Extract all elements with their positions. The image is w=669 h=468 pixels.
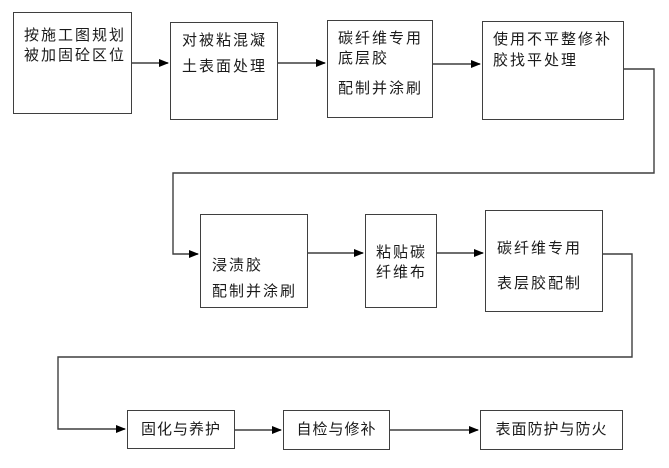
step-label-line: 碳纤维专用 (497, 240, 583, 257)
step-label-line: 被加固砼区位 (24, 47, 127, 64)
step-label-line: 配制并涂刷 (212, 283, 298, 300)
step-box-paste-carbon-fiber-cloth: 粘贴碳 纤维布 (365, 214, 437, 308)
step-label-line: 表层胶配制 (497, 275, 583, 292)
step-label-line: 表面防护与防火 (495, 421, 608, 438)
step-box-concrete-surface-treatment: 对被粘混凝 土表面处理 (170, 22, 278, 120)
step-label-line: 浸渍胶 (212, 257, 264, 274)
step-box-surface-protection-fireproofing: 表面防护与防火 (480, 410, 623, 450)
step-label-line: 碳纤维专用 (338, 30, 424, 47)
step-label-line: 胶找平处理 (493, 52, 579, 69)
step-box-curing-maintenance: 固化与养护 (127, 410, 235, 449)
step-box-leveling-repair-adhesive: 使用不平整修补 胶找平处理 (482, 21, 624, 120)
step-label-line: 对被粘混凝 (182, 32, 268, 49)
step-label-line: 自检与修补 (296, 421, 377, 438)
step-box-topcoat-adhesive-preparation: 碳纤维专用 表层胶配制 (485, 210, 603, 312)
step-label-line: 纤维布 (376, 264, 428, 281)
step-label-line: 土表面处理 (182, 58, 268, 75)
step-box-primer-adhesive-preparation: 碳纤维专用 底层胶 配制并涂刷 (327, 20, 433, 118)
step-label-line: 固化与养护 (140, 420, 221, 438)
step-label-line: 按施工图规划 (24, 27, 127, 44)
step-box-plan-reinforcement-area: 按施工图规划 被加固砼区位 (13, 12, 132, 114)
step-label-line: 底层胶 (338, 50, 390, 67)
step-box-impregnating-adhesive: 浸渍胶 配制并涂刷 (200, 214, 308, 308)
step-box-self-inspection-repair: 自检与修补 (283, 410, 390, 450)
step-label-line: 配制并涂刷 (338, 80, 424, 97)
step-label-line: 粘贴碳 (376, 244, 428, 261)
step-label-line: 使用不平整修补 (493, 31, 613, 48)
